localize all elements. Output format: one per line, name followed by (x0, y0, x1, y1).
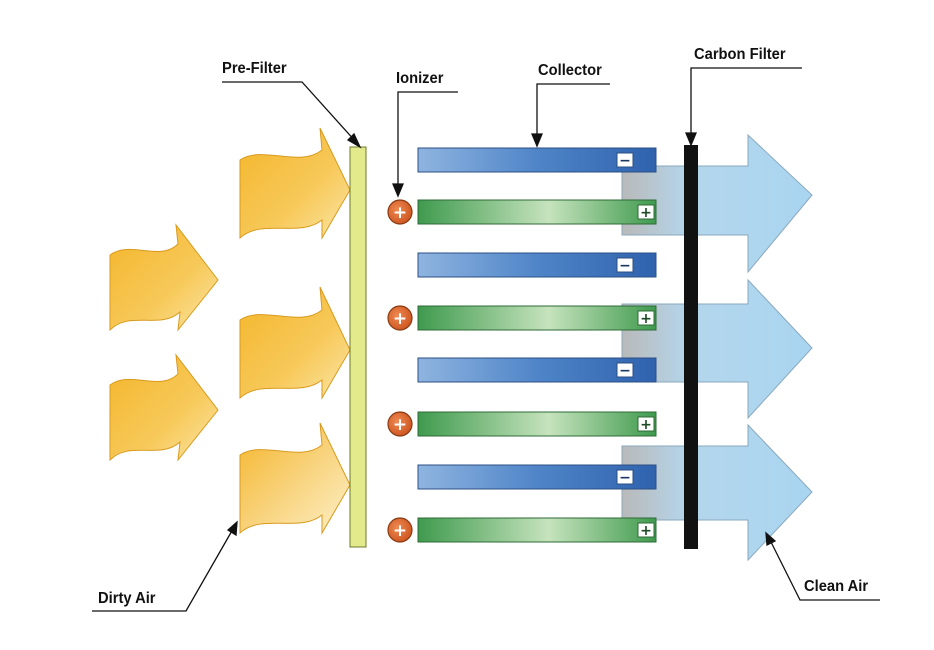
carbon-filter (684, 145, 698, 549)
positive-sign: + (637, 416, 655, 433)
negative-sign: − (616, 362, 634, 379)
ionizer-electrodes: + + + + (387, 199, 413, 543)
carbon-filter-label: Carbon Filter (694, 46, 786, 63)
positive-sign: + (637, 522, 655, 539)
negative-plate (417, 147, 657, 173)
clean-air-arrow (621, 133, 813, 274)
ionizer-electrode: + (387, 199, 413, 225)
plate-signs: − + − + − + − + (616, 152, 655, 539)
dirty-air-arrow (109, 223, 219, 332)
collector-arrowhead (531, 133, 543, 148)
prefilter-leader (222, 81, 357, 143)
svg-text:+: + (640, 205, 652, 221)
negative-plate (417, 252, 657, 278)
svg-text:+: + (640, 523, 652, 539)
prefilter-arrowhead (346, 132, 362, 149)
positive-sign: + (637, 310, 655, 327)
svg-text:−: − (619, 470, 631, 486)
collector-label: Collector (538, 62, 602, 79)
svg-text:+: + (640, 417, 652, 433)
negative-plate (417, 464, 657, 490)
dirty-air-arrows (109, 127, 351, 535)
dirty-air-label: Dirty Air (98, 590, 156, 607)
dirty-arrowhead (226, 520, 238, 537)
ionizer-electrode: + (387, 305, 413, 331)
svg-text:+: + (393, 309, 407, 329)
clean-air-label: Clean Air (804, 578, 869, 595)
clean-arrowhead (765, 531, 777, 547)
svg-text:+: + (393, 521, 407, 541)
svg-text:−: − (619, 363, 631, 379)
pre-filter (349, 146, 367, 548)
collector-plates (417, 147, 657, 543)
positive-plate (417, 199, 657, 225)
svg-text:−: − (619, 258, 631, 274)
negative-sign: − (616, 469, 634, 486)
positive-sign: + (637, 204, 655, 221)
negative-plate (417, 357, 657, 383)
clean-leader (769, 539, 880, 601)
svg-text:−: − (619, 153, 631, 169)
clean-air-arrow (621, 278, 813, 420)
carbon-leader (690, 67, 802, 138)
svg-text:+: + (393, 203, 407, 223)
svg-text:+: + (393, 415, 407, 435)
ionizer-arrowhead (392, 183, 404, 198)
svg-text:+: + (640, 311, 652, 327)
ionizer-electrode: + (387, 517, 413, 543)
carbon-arrowhead (685, 132, 697, 147)
positive-plate (417, 517, 657, 543)
ionizer-electrode: + (387, 411, 413, 437)
dirty-air-arrow (239, 286, 351, 400)
negative-sign: − (616, 257, 634, 274)
ionizer-leader (397, 91, 458, 190)
prefilter-label: Pre-Filter (222, 60, 287, 77)
negative-sign: − (616, 152, 634, 169)
dirty-air-arrow (109, 353, 219, 462)
collector-leader (536, 83, 610, 140)
dirty-air-arrow (239, 422, 351, 535)
positive-plate (417, 411, 657, 437)
dirty-air-arrow (239, 127, 351, 240)
positive-plate (417, 305, 657, 331)
clean-air-arrows (621, 133, 813, 562)
leader-lines (92, 67, 880, 612)
ionizer-label: Ionizer (396, 70, 444, 87)
dirty-leader (92, 528, 234, 612)
